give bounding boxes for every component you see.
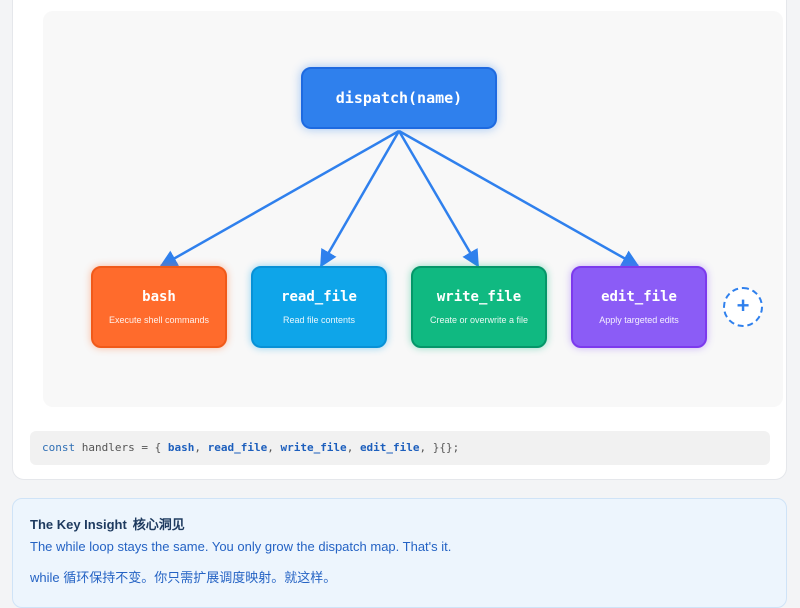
tool-node-label: edit_file [601, 289, 677, 305]
add-tool-button[interactable]: + [723, 287, 763, 327]
tool-node-bash[interactable]: bash Execute shell commands [91, 266, 227, 348]
code-text: handlers = { [75, 441, 168, 454]
plus-icon: + [736, 293, 750, 318]
insight-text-en: The while loop stays the same. You only … [30, 539, 452, 554]
tool-node-label: write_file [436, 289, 522, 305]
tool-node-description: Read file contents [282, 315, 356, 325]
key-insight-panel: The Key Insight 核心洞见 The while loop stays… [12, 498, 787, 608]
insight-title-zh: 核心洞见 [132, 517, 185, 532]
handlers-code: const handlers = { bash, read_file, writ… [30, 431, 770, 465]
code-handler: edit_file [359, 441, 420, 454]
dispatch-node[interactable]: dispatch(name) [301, 67, 497, 129]
arrow-to-bash [159, 129, 400, 268]
code-handler: read_file [207, 441, 268, 454]
code-handler: write_file [280, 441, 347, 454]
arrow-to-edit-file [398, 129, 640, 268]
tool-node-description: Create or overwrite a file [429, 315, 529, 325]
arrow-to-write-file [397, 130, 480, 268]
tool-node-description: Execute shell commands [108, 315, 210, 325]
code-suffix: }{}; [426, 441, 460, 454]
tool-node-write-file[interactable]: write_file Create or overwrite a file [411, 266, 547, 348]
insight-text-zh: while 循环保持不变。你只需扩展调度映射。就这样。 [30, 570, 337, 585]
insight-title-en: The Key Insight [30, 517, 127, 532]
tool-node-read-file[interactable]: read_file Read file contents [251, 266, 387, 348]
tool-node-label: bash [142, 289, 176, 305]
arrow-to-read-file [319, 130, 401, 268]
tool-node-label: read_file [281, 289, 357, 305]
code-handler: bash [167, 441, 195, 454]
code-keyword: const [42, 441, 76, 454]
tool-node-description: Apply targeted edits [599, 315, 679, 325]
dispatch-node-label: dispatch(name) [335, 89, 463, 107]
insight-title: The Key Insight 核心洞见 [30, 514, 185, 533]
tool-node-edit-file[interactable]: edit_file Apply targeted edits [571, 266, 707, 348]
